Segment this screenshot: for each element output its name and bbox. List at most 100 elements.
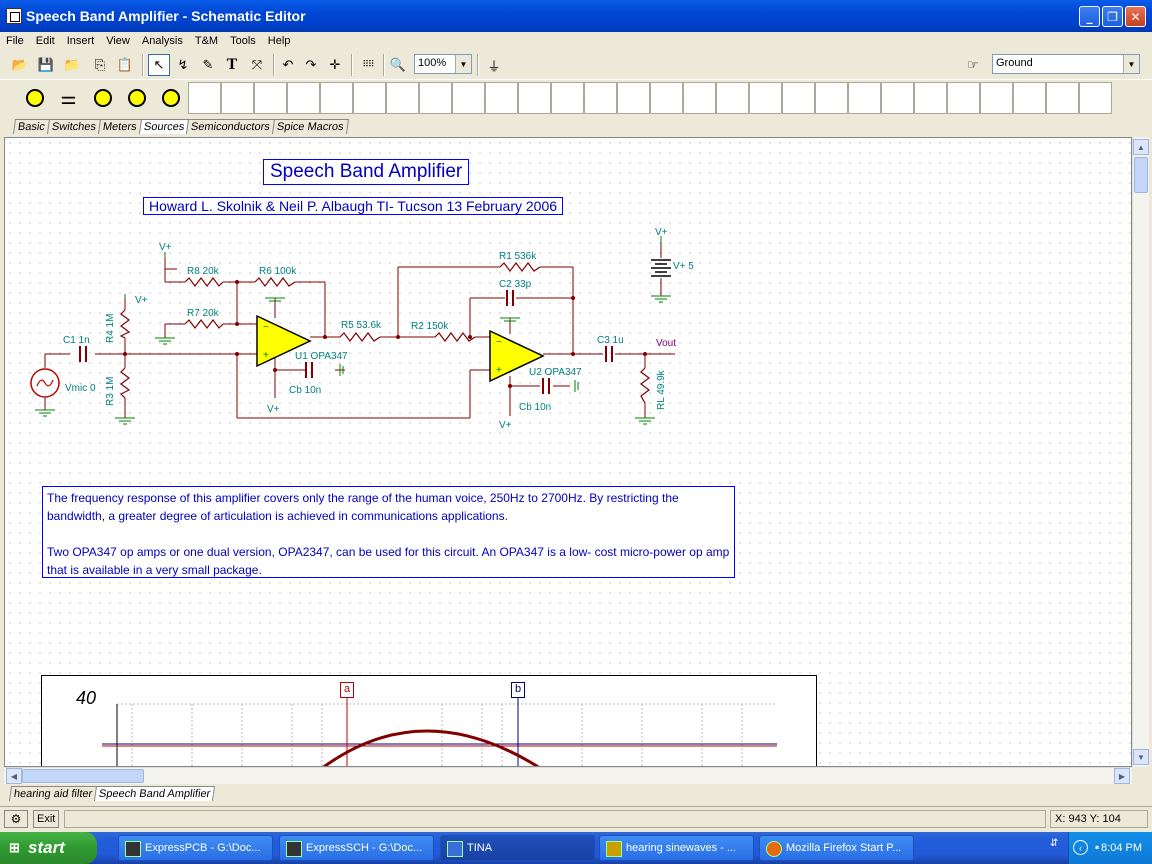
undo-icon[interactable]: ↶ xyxy=(282,57,294,73)
select-arrow-icon[interactable]: ↖ xyxy=(148,54,170,76)
tab-meters[interactable]: Meters xyxy=(97,119,142,134)
tab-spice-macros[interactable]: Spice Macros xyxy=(271,119,349,134)
battery-icon[interactable]: ⚌ xyxy=(52,82,85,114)
menu-insert[interactable]: Insert xyxy=(66,35,95,47)
zoom-icon[interactable]: 🔍 xyxy=(389,57,407,73)
chevron-down-icon[interactable]: ▼ xyxy=(1123,55,1139,73)
start-button[interactable]: ⊞ start xyxy=(0,832,97,864)
menu-tm[interactable]: T&M xyxy=(194,35,219,47)
language-bar-icon[interactable]: ⇵ xyxy=(1050,838,1059,849)
palette-slot[interactable] xyxy=(683,82,716,114)
vertical-scrollbar[interactable]: ▲ ▼ xyxy=(1132,137,1149,767)
palette-slot[interactable] xyxy=(815,82,848,114)
palette-slot[interactable] xyxy=(1046,82,1079,114)
crosshair-icon[interactable]: ✛ xyxy=(329,57,341,73)
menu-file[interactable]: File xyxy=(6,35,24,47)
cursor-a-marker[interactable]: a xyxy=(340,682,354,698)
palette-slot[interactable] xyxy=(848,82,881,114)
grid-icon[interactable]: ⠿⠿ xyxy=(362,60,374,70)
signal-generator-icon[interactable] xyxy=(154,82,187,114)
gear-icon[interactable]: ⚙ xyxy=(4,810,28,828)
dc-voltage-source-icon[interactable] xyxy=(18,82,51,114)
menu-edit[interactable]: Edit xyxy=(35,35,55,47)
palette-slot[interactable] xyxy=(980,82,1013,114)
palette-slot[interactable] xyxy=(947,82,980,114)
frequency-response-plot[interactable]: 40 a b xyxy=(41,675,817,766)
palette-slot[interactable] xyxy=(188,82,221,114)
node-select[interactable]: Ground ▼ xyxy=(992,54,1140,74)
scroll-right-icon[interactable]: ▶ xyxy=(1114,768,1130,784)
tray-app-icon[interactable]: ▪ xyxy=(1095,840,1100,854)
schematic-title[interactable]: Speech Band Amplifier xyxy=(263,159,470,185)
palette-slot[interactable] xyxy=(287,82,320,114)
vertical-scroll-thumb[interactable] xyxy=(1134,157,1148,193)
task-hearing-sinewaves[interactable]: hearing sinewaves - ... xyxy=(599,835,754,861)
palette-slot[interactable] xyxy=(881,82,914,114)
palette-slot[interactable] xyxy=(518,82,551,114)
text-tool-icon[interactable]: T xyxy=(226,56,238,73)
tab-basic[interactable]: Basic xyxy=(12,119,50,134)
palette-slot[interactable] xyxy=(353,82,386,114)
tray-expand-icon[interactable]: ‹ xyxy=(1073,840,1088,855)
description-box[interactable]: The frequency response of this amplifier… xyxy=(42,486,735,578)
pointer-hand-icon[interactable]: ☞ xyxy=(967,57,979,73)
zoom-select[interactable]: 100% ▼ xyxy=(414,54,472,74)
palette-slot[interactable] xyxy=(221,82,254,114)
save-icon[interactable]: 💾 xyxy=(37,57,55,73)
horizontal-scrollbar[interactable]: ◀ ▶ xyxy=(4,767,1132,784)
task-tina[interactable]: TINA xyxy=(440,835,595,861)
app-icon[interactable] xyxy=(6,8,22,24)
palette-slot[interactable] xyxy=(254,82,287,114)
menu-help[interactable]: Help xyxy=(267,35,291,47)
delete-wire-icon[interactable]: ⤧ xyxy=(251,57,263,73)
scroll-left-icon[interactable]: ◀ xyxy=(6,768,22,784)
menu-view[interactable]: View xyxy=(106,35,130,47)
palette-slot[interactable] xyxy=(914,82,947,114)
palette-slot[interactable] xyxy=(716,82,749,114)
palette-slot[interactable] xyxy=(1013,82,1046,114)
current-source-icon[interactable] xyxy=(86,82,119,114)
schematic-canvas[interactable]: Speech Band Amplifier Howard L. Skolnik … xyxy=(4,137,1132,767)
circuit-schematic[interactable]: −+ −+ R8 20k R6 100k R7 20k R1 536k C2 3… xyxy=(5,138,1132,767)
palette-slot[interactable] xyxy=(1079,82,1112,114)
cursor-b-marker[interactable]: b xyxy=(511,682,525,698)
task-expresspcb[interactable]: ExpressPCB - G:\Doc... xyxy=(118,835,273,861)
tab-semiconductors[interactable]: Semiconductors xyxy=(185,119,275,134)
palette-slot[interactable] xyxy=(617,82,650,114)
exit-button[interactable]: Exit xyxy=(33,810,59,828)
chevron-down-icon[interactable]: ▼ xyxy=(455,55,471,73)
wire-tool-icon[interactable]: ↯ xyxy=(177,57,189,73)
menu-tools[interactable]: Tools xyxy=(230,35,256,47)
sine-source-icon[interactable] xyxy=(120,82,153,114)
palette-slot[interactable] xyxy=(419,82,452,114)
tab-switches[interactable]: Switches xyxy=(46,119,101,134)
palette-slot[interactable] xyxy=(386,82,419,114)
paste-icon[interactable]: 📋 xyxy=(116,57,134,73)
open-folder-icon[interactable]: 📂 xyxy=(11,57,29,73)
menu-analysis[interactable]: Analysis xyxy=(141,35,183,47)
palette-slot[interactable] xyxy=(452,82,485,114)
close-button[interactable]: ✕ xyxy=(1125,6,1146,27)
horizontal-scroll-thumb[interactable] xyxy=(22,769,144,783)
redo-icon[interactable]: ↷ xyxy=(305,57,317,73)
tab-sources[interactable]: Sources xyxy=(138,119,189,134)
palette-slot[interactable] xyxy=(320,82,353,114)
task-firefox[interactable]: Mozilla Firefox Start P... xyxy=(759,835,914,861)
minimize-button[interactable]: _ xyxy=(1079,6,1100,27)
tab-hearing-aid-filter[interactable]: hearing aid filter xyxy=(8,786,98,801)
palette-slot[interactable] xyxy=(650,82,683,114)
copy-icon[interactable]: ⎘ xyxy=(94,57,106,73)
scroll-down-icon[interactable]: ▼ xyxy=(1133,749,1149,765)
palette-slot[interactable] xyxy=(749,82,782,114)
palette-slot[interactable] xyxy=(551,82,584,114)
restore-button[interactable]: ❐ xyxy=(1102,6,1123,27)
palette-slot[interactable] xyxy=(584,82,617,114)
task-expresssch[interactable]: ExpressSCH - G:\Doc... xyxy=(279,835,434,861)
palette-slot[interactable] xyxy=(782,82,815,114)
pen-icon[interactable]: ✎ xyxy=(202,57,214,73)
scroll-up-icon[interactable]: ▲ xyxy=(1133,139,1149,155)
schematic-authors[interactable]: Howard L. Skolnik & Neil P. Albaugh TI- … xyxy=(143,197,564,215)
tab-speech-band-amplifier[interactable]: Speech Band Amplifier xyxy=(94,786,216,801)
palette-slot[interactable] xyxy=(485,82,518,114)
component-label-icon[interactable]: ⏚ xyxy=(487,59,501,75)
